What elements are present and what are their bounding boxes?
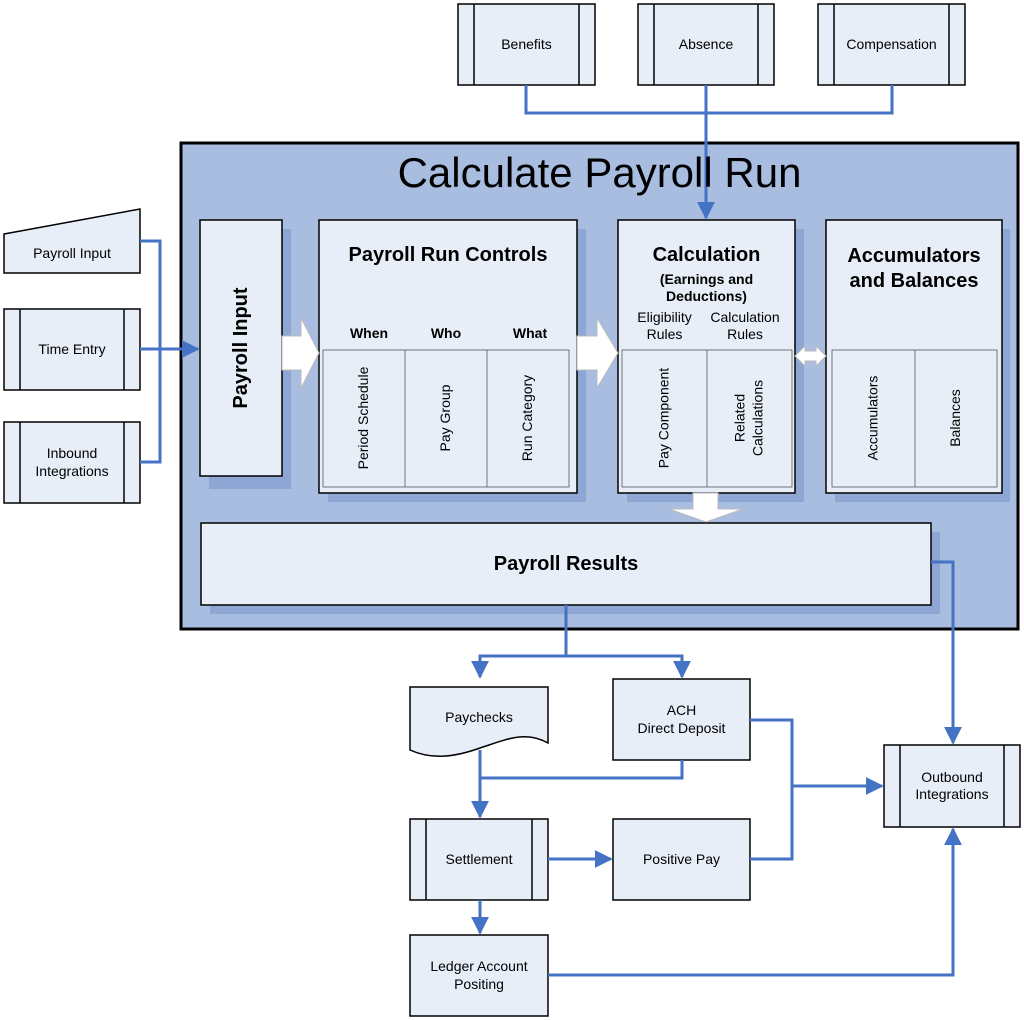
block-arrow-calc-accum	[794, 344, 827, 368]
header-what: What	[512, 325, 548, 342]
positive-pay-label: Positive Pay	[642, 850, 721, 867]
cell-pay-group: Pay Group	[437, 384, 454, 452]
cell-related-calculations: Related Calculations	[731, 379, 766, 457]
connector-sources-to-calc	[524, 85, 894, 115]
block-arrow-controls-to-calc	[576, 316, 619, 390]
absence-box	[637, 3, 775, 86]
header-eligibility-rules: Eligibility Rules	[637, 308, 692, 343]
header-when: When	[349, 325, 389, 342]
settlement-label: Settlement	[445, 850, 513, 867]
connector-ach-merge	[480, 760, 684, 780]
absence-label: Absence	[678, 35, 734, 52]
outbound-integrations-box	[883, 744, 1021, 828]
connector-results-to-outbound	[931, 560, 962, 745]
block-arrow-input-to-controls	[281, 317, 320, 389]
payroll-input-manual-shape	[3, 208, 141, 274]
cell-period-schedule: Period Schedule	[355, 366, 372, 470]
positive-pay-box	[612, 818, 751, 901]
run-controls-title: Payroll Run Controls	[348, 243, 548, 266]
connector-ledger-to-outbound	[548, 827, 962, 977]
inbound-integrations-label: Inbound Integrations	[35, 445, 109, 479]
payroll-input-stage-label: Payroll Input	[229, 287, 252, 409]
payroll-results-label: Payroll Results	[493, 552, 639, 575]
accumulators-title: Accumulators and Balances	[847, 245, 981, 292]
cell-balances: Balances	[947, 389, 964, 447]
header-who: Who	[430, 325, 462, 342]
block-arrow-calc-to-results	[668, 492, 744, 523]
calculation-title: Calculation	[652, 243, 761, 266]
connector-ach-to-outbound-a	[750, 718, 794, 861]
outbound-integrations-label: Outbound Integrations	[915, 768, 989, 803]
connector-results-split	[471, 605, 568, 679]
cell-accumulators: Accumulators	[864, 375, 881, 461]
ach-label: ACH Direct Deposit	[637, 702, 726, 736]
time-entry-box	[3, 308, 141, 391]
benefits-label: Benefits	[501, 35, 552, 52]
payroll-input-source-label: Payroll Input	[33, 244, 111, 261]
calculation-subtitle: (Earnings and Deductions)	[659, 270, 754, 305]
cell-pay-component: Pay Component	[655, 367, 672, 469]
paychecks-label: Paychecks	[445, 709, 513, 726]
main-title: Calculate Payroll Run	[397, 148, 802, 196]
ledger-label: Ledger Account Positing	[430, 958, 528, 992]
compensation-label: Compensation	[846, 35, 937, 52]
paychecks-document-shape	[409, 686, 549, 757]
connector-inputs-bracket	[140, 239, 162, 464]
cell-run-category: Run Category	[519, 374, 536, 462]
ach-box	[612, 678, 751, 761]
compensation-box	[817, 3, 966, 86]
header-calculation-rules: Calculation Rules	[710, 308, 780, 343]
ledger-box	[409, 934, 549, 1017]
time-entry-label: Time Entry	[38, 340, 106, 357]
payroll-results-box	[200, 522, 932, 606]
connector-results-to-ach	[566, 654, 691, 679]
inbound-integrations-box	[3, 421, 141, 504]
